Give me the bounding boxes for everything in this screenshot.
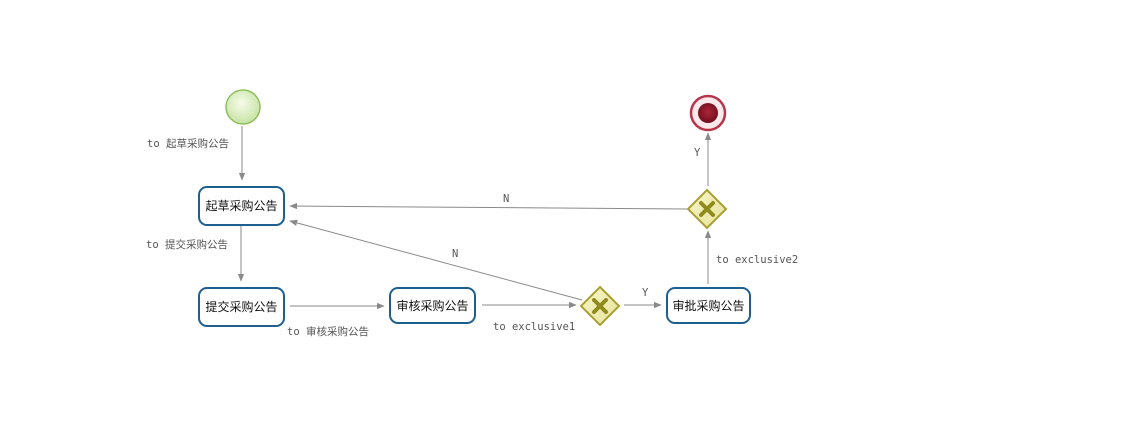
edge-approve-to-gateway2[interactable]: to exclusive2 bbox=[704, 230, 798, 284]
edge-label-submit-to-review: to 审核采购公告 bbox=[287, 325, 369, 338]
edge-label-review-to-gateway1: to exclusive1 bbox=[493, 321, 575, 333]
start-event[interactable] bbox=[225, 89, 261, 125]
edge-label-approve-to-gateway2: to exclusive2 bbox=[716, 254, 798, 266]
edge-draft-to-submit[interactable]: to 提交采购公告 bbox=[146, 226, 245, 282]
exclusive-gateway-1[interactable] bbox=[579, 285, 621, 327]
edge-label-draft-to-submit: to 提交采购公告 bbox=[146, 238, 228, 251]
edge-gateway2-to-draft[interactable]: N bbox=[289, 193, 688, 210]
edge-label-gateway1-to-approve: Y bbox=[642, 287, 649, 299]
edge-label-gateway2-to-end: Y bbox=[694, 147, 701, 159]
task-draft-label: 起草采购公告 bbox=[205, 198, 277, 213]
end-event[interactable] bbox=[689, 94, 727, 132]
task-submit-label: 提交采购公告 bbox=[205, 299, 277, 314]
exclusive-gateway-2[interactable] bbox=[686, 188, 728, 230]
edge-label-gateway1-to-draft: N bbox=[452, 248, 458, 260]
task-review-label: 审核采购公告 bbox=[396, 298, 468, 313]
edge-review-to-gateway1[interactable]: to exclusive1 bbox=[482, 301, 577, 333]
edge-gateway1-to-draft[interactable]: N bbox=[289, 219, 583, 301]
gateway-x-icon bbox=[592, 298, 608, 314]
edge-submit-to-review[interactable]: to 审核采购公告 bbox=[287, 302, 385, 338]
edge-start-to-draft[interactable]: to 起草采购公告 bbox=[147, 126, 246, 181]
edge-gateway2-to-end[interactable]: Y bbox=[694, 132, 712, 186]
edge-label-start-to-draft: to 起草采购公告 bbox=[147, 137, 229, 150]
task-approve[interactable]: 审批采购公告 bbox=[666, 287, 751, 324]
edge-gateway1-to-approve[interactable]: Y bbox=[624, 287, 662, 309]
task-draft[interactable]: 起草采购公告 bbox=[198, 186, 285, 226]
task-approve-label: 审批采购公告 bbox=[672, 298, 744, 313]
task-submit[interactable]: 提交采购公告 bbox=[198, 287, 285, 327]
gateway-x-icon bbox=[699, 201, 715, 217]
edge-label-gateway2-to-draft: N bbox=[503, 193, 509, 205]
task-review[interactable]: 审核采购公告 bbox=[389, 287, 476, 324]
